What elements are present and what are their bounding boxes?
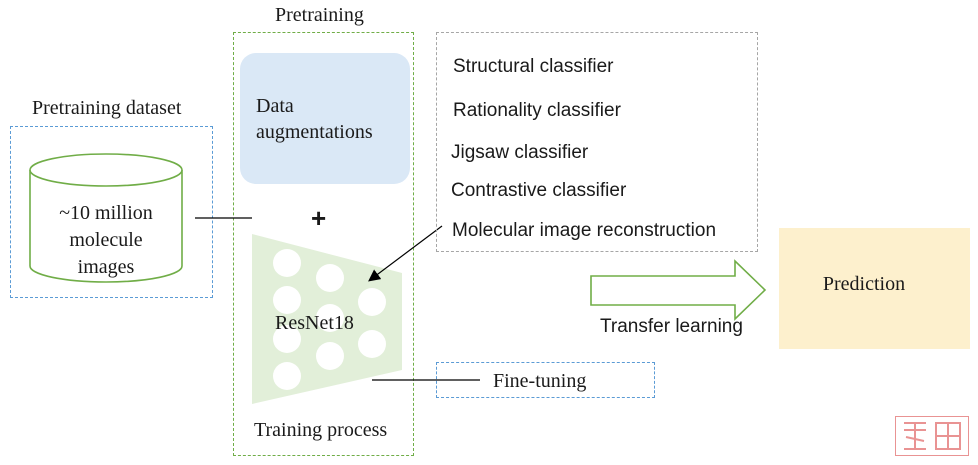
neuron-node <box>316 342 344 370</box>
neuron-node <box>316 304 344 332</box>
task-jigsaw: Jigsaw classifier <box>451 142 589 163</box>
plus-sign: + <box>311 203 327 233</box>
task-reconstruction: Molecular image reconstruction <box>452 220 717 241</box>
neuron-node <box>358 288 386 316</box>
neuron-node <box>273 249 301 277</box>
neuron-node <box>358 330 386 358</box>
transfer-arrow-icon <box>590 259 767 321</box>
watermark-glyph-icon <box>904 422 961 450</box>
task-structural: Structural classifier <box>453 56 614 77</box>
neuron-node <box>273 286 301 314</box>
pretraining-dataset-title: Pretraining dataset <box>32 97 182 119</box>
prediction-label: Prediction <box>822 273 906 295</box>
neuron-node <box>273 325 301 353</box>
prediction-box <box>779 228 970 349</box>
pretraining-box <box>233 32 414 456</box>
task-contrastive: Contrastive classifier <box>451 180 627 201</box>
reconstruction-arrow <box>368 225 443 282</box>
pretraining-dataset-box <box>10 126 213 298</box>
finetuning-label: Fine-tuning <box>493 370 587 392</box>
resnet-label: ResNet18 <box>275 312 354 334</box>
training-process-label: Training process <box>254 419 388 441</box>
transfer-learning-label: Transfer learning <box>600 316 743 337</box>
data-augmentations-line2: augmentations <box>256 121 373 143</box>
pretext-tasks-box <box>436 32 758 252</box>
dataset-images-label: images <box>77 256 135 278</box>
data-augmentations-box <box>240 53 410 184</box>
dataset-molecule-label: molecule <box>69 229 143 251</box>
neuron-node <box>273 362 301 390</box>
data-augmentations-line1: Data <box>256 95 294 117</box>
dataset-size-label: ~10 million <box>59 202 153 224</box>
finetuning-box <box>436 362 655 398</box>
neuron-node <box>316 264 344 292</box>
pretraining-title: Pretraining <box>275 4 364 26</box>
task-rationality: Rationality classifier <box>453 100 621 121</box>
watermark-seal <box>895 416 969 456</box>
